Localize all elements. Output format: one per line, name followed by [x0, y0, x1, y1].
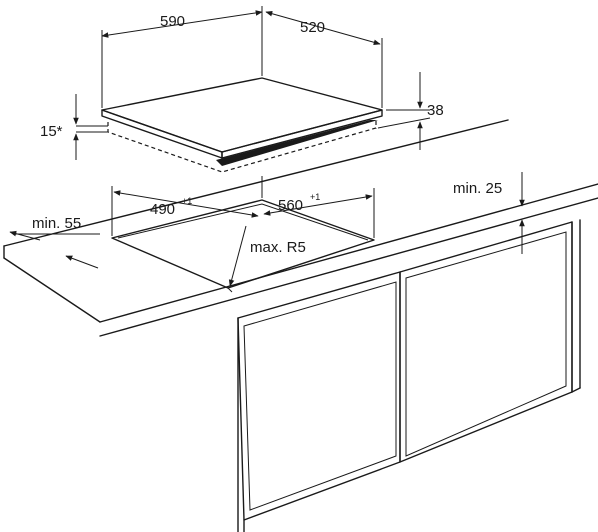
- dim-min-front: min. 55: [9, 215, 100, 269]
- label-min-front: min. 55: [32, 215, 81, 232]
- worktop: [3, 119, 598, 337]
- hob-body-outline: [107, 118, 377, 173]
- label-depth: 520: [300, 19, 325, 36]
- dim-radius: max. R5: [228, 225, 306, 287]
- dim-width: 590: [101, 6, 263, 108]
- label-height: 38: [427, 102, 444, 119]
- label-cutout-depth: 560: [278, 197, 303, 214]
- label-min-wall: min. 25: [453, 180, 502, 197]
- label-radius: max. R5: [250, 239, 306, 256]
- cabinet-panel-left: [237, 271, 401, 521]
- hob: [101, 77, 383, 173]
- label-cutout-width: 490: [150, 201, 175, 218]
- dim-depth: 520: [265, 11, 383, 108]
- hob-top-surface: [101, 77, 383, 153]
- label-cutout-width-tol: +1: [182, 196, 192, 206]
- dim-cutout-depth: 560 +1: [263, 188, 375, 238]
- hob-front-edge: [101, 109, 223, 159]
- dim-cutout-width: 490 +1: [111, 176, 263, 236]
- label-cutout-depth-tol: +1: [310, 192, 320, 202]
- cabinet: [237, 219, 581, 532]
- dim-side: 15*: [40, 94, 108, 160]
- dim-height: 38: [377, 72, 444, 150]
- cabinet-panel-right: [399, 221, 573, 463]
- label-width: 590: [160, 13, 185, 30]
- hob-right-edge: [221, 109, 383, 159]
- label-side: 15*: [40, 123, 63, 140]
- dim-min-wall: min. 25: [453, 172, 525, 254]
- hob-underside: [216, 120, 378, 166]
